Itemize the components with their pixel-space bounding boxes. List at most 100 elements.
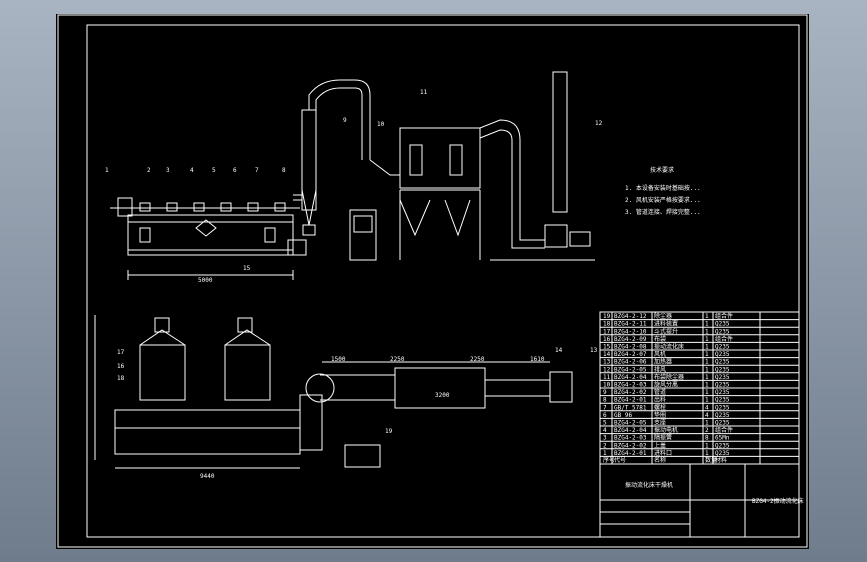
- parts-cell: Q235: [715, 328, 730, 335]
- parts-cell: BZG4-2-03: [614, 382, 647, 389]
- lower-callouts: 13 14 16 17 18 19 1500 2250 2250 1610 94…: [117, 347, 598, 480]
- parts-cell: 组合件: [715, 312, 733, 320]
- parts-cell: 进料口: [654, 449, 672, 457]
- parts-cell: 17: [603, 328, 611, 335]
- parts-cell: 19: [603, 313, 611, 320]
- svg-text:1500: 1500: [331, 356, 346, 363]
- technical-requirements: 技术要求 1. 本设备安装时基础按... 2. 风机安装严格按要求... 3. …: [625, 166, 701, 216]
- parts-header-cell: 序号: [603, 456, 615, 464]
- parts-cell: BZG4-2-07: [614, 351, 647, 358]
- parts-cell: BZG4-2-06: [614, 359, 647, 366]
- parts-cell: BZG4-2-09: [614, 336, 647, 343]
- parts-cell: 4: [705, 412, 709, 419]
- parts-cell: BZG4-2-03: [614, 435, 647, 442]
- parts-cell: BZG4-2-01: [614, 450, 647, 457]
- upper-callouts: 1 2 3 4 5 6 7 8 9 10 11 12 15 5000: [105, 89, 603, 284]
- parts-header-cell: 代号: [614, 456, 626, 464]
- svg-text:2: 2: [147, 167, 151, 174]
- parts-cell: 1: [705, 321, 709, 328]
- exhaust-stack: [490, 71, 595, 261]
- svg-text:5000: 5000: [198, 277, 213, 284]
- svg-text:5: 5: [212, 167, 216, 174]
- svg-text:3. 管道连接、焊接完整...: 3. 管道连接、焊接完整...: [625, 208, 701, 216]
- parts-cell: 组合件: [715, 426, 733, 434]
- parts-cell: BZG4-2-05: [614, 366, 647, 373]
- svg-text:6: 6: [233, 167, 237, 174]
- svg-text:15: 15: [243, 265, 251, 272]
- parts-cell: 管道: [654, 388, 666, 396]
- parts-cell: BZG4-2-10: [614, 328, 647, 335]
- svg-text:9440: 9440: [200, 473, 215, 480]
- drawing-number: BZG4-2振动流化床: [752, 497, 804, 505]
- parts-cell: Q235: [715, 351, 730, 358]
- svg-text:3200: 3200: [435, 392, 450, 399]
- parts-cell: 1: [705, 351, 709, 358]
- parts-cell: 布袋: [654, 335, 666, 343]
- parts-cell: 8: [603, 397, 607, 404]
- parts-cell: GB 96: [614, 412, 632, 419]
- parts-cell: Q235: [715, 420, 730, 427]
- drawing-sheet: [56, 14, 809, 549]
- parts-cell: 1: [705, 382, 709, 389]
- control-cabinet: [349, 209, 377, 261]
- svg-text:12: 12: [595, 120, 603, 127]
- parts-cell: 5: [603, 420, 607, 427]
- parts-cell: 13: [603, 359, 611, 366]
- parts-cell: 1: [603, 450, 607, 457]
- parts-cell: Q235: [715, 450, 730, 457]
- svg-text:13: 13: [590, 347, 598, 354]
- parts-cell: 隔振簧: [654, 434, 672, 442]
- parts-cell: 1: [705, 359, 709, 366]
- parts-cell: 排风: [654, 365, 666, 373]
- parts-cell: BZG4-2-05: [614, 420, 647, 427]
- parts-header-cell: 材料: [715, 456, 727, 464]
- svg-text:2. 风机安装严格按要求...: 2. 风机安装严格按要求...: [625, 196, 701, 204]
- parts-cell: 出料: [654, 396, 666, 404]
- svg-text:19: 19: [385, 428, 393, 435]
- parts-cell: 1: [705, 442, 709, 449]
- parts-cell: 风机: [654, 350, 666, 358]
- svg-text:9: 9: [343, 117, 347, 124]
- svg-text:11: 11: [420, 89, 428, 96]
- svg-text:7: 7: [255, 167, 259, 174]
- parts-cell: Q235: [715, 321, 730, 328]
- parts-cell: Q235: [715, 359, 730, 366]
- parts-cell: Q235: [715, 412, 730, 419]
- parts-cell: 1: [705, 450, 709, 457]
- parts-cell: BZG4-2-04: [614, 427, 647, 434]
- parts-cell: 18: [603, 321, 611, 328]
- parts-cell: 15: [603, 344, 611, 351]
- parts-cell: 3: [603, 435, 607, 442]
- parts-cell: 1: [705, 344, 709, 351]
- parts-cell: Q235: [715, 382, 730, 389]
- bag-filter: [369, 119, 545, 260]
- parts-cell: 9: [603, 389, 607, 396]
- parts-cell: 4: [705, 404, 709, 411]
- tech-title: 技术要求: [650, 166, 674, 174]
- parts-cell: 12: [603, 366, 611, 373]
- svg-text:4: 4: [190, 167, 194, 174]
- plan-view: [94, 315, 573, 469]
- parts-cell: BZG4-2-01: [614, 397, 647, 404]
- parts-cell: BZG4-2-12: [614, 313, 647, 320]
- parts-header-cell: 名称: [654, 456, 666, 464]
- parts-header-cell: 数量: [705, 456, 717, 464]
- parts-cell: 垫圈: [654, 411, 666, 419]
- parts-cell: 布袋除尘器: [654, 373, 684, 381]
- svg-text:18: 18: [117, 375, 125, 382]
- svg-text:1610: 1610: [530, 356, 545, 363]
- drawing-title: 振动流化床干燥机: [625, 481, 673, 489]
- svg-text:17: 17: [117, 349, 125, 356]
- parts-cell: Q235: [715, 374, 730, 381]
- parts-cell: 螺栓: [654, 403, 666, 411]
- vibrating-fluid-bed: [110, 197, 307, 280]
- parts-cell: 7: [603, 404, 607, 411]
- parts-cell: 组合件: [715, 335, 733, 343]
- parts-cell: 4: [603, 427, 607, 434]
- parts-cell: 2: [603, 442, 607, 449]
- parts-cell: Q235: [715, 404, 730, 411]
- parts-cell: 1: [705, 328, 709, 335]
- parts-cell: 上盖: [654, 441, 666, 449]
- parts-cell: 振动流化床: [654, 343, 684, 351]
- parts-cell: 1: [705, 420, 709, 427]
